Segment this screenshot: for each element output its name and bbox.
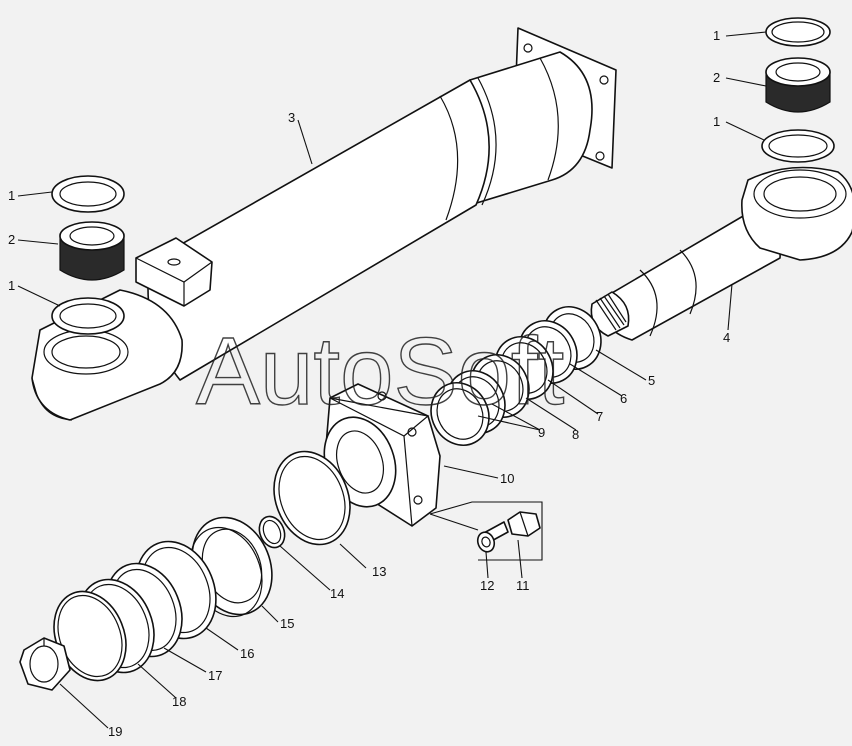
callout-16: 16 (240, 646, 254, 661)
callout-labels: 1 2 1 3 1 2 1 4 5 6 7 8 9 10 11 12 13 14… (8, 28, 730, 739)
callout-5: 5 (648, 373, 655, 388)
callout-1-right-top: 1 (713, 28, 720, 43)
callout-19: 19 (108, 724, 122, 739)
callout-4: 4 (723, 330, 730, 345)
upper-right-bushing-set (761, 17, 835, 163)
callout-2-left: 2 (8, 232, 15, 247)
callout-15: 15 (280, 616, 294, 631)
o-rings (258, 450, 351, 549)
piston-seal-stack (430, 306, 602, 446)
rod-nut (19, 637, 71, 691)
callout-10: 10 (500, 471, 514, 486)
bolt-and-washer (429, 501, 543, 561)
callout-12: 12 (480, 578, 494, 593)
callout-11: 11 (516, 578, 530, 593)
callout-18: 18 (172, 694, 186, 709)
watermark-text: AutoSoft (196, 318, 564, 425)
callout-3: 3 (288, 110, 295, 125)
callout-1-left-top: 1 (8, 188, 15, 203)
leader-lines (17, 31, 767, 729)
callout-1-right-bottom: 1 (713, 114, 720, 129)
rod-seal-stack (53, 516, 273, 682)
callout-9: 9 (538, 425, 545, 440)
callout-13: 13 (372, 564, 386, 579)
callout-14: 14 (330, 586, 344, 601)
callout-2-right: 2 (713, 70, 720, 85)
callout-17: 17 (208, 668, 222, 683)
cylinder-barrel (31, 27, 617, 421)
callout-7: 7 (596, 409, 603, 424)
piston-rod (590, 166, 852, 341)
callout-8: 8 (572, 427, 579, 442)
callout-1-left-bottom: 1 (8, 278, 15, 293)
callout-6: 6 (620, 391, 627, 406)
left-bushing-set (51, 175, 125, 335)
